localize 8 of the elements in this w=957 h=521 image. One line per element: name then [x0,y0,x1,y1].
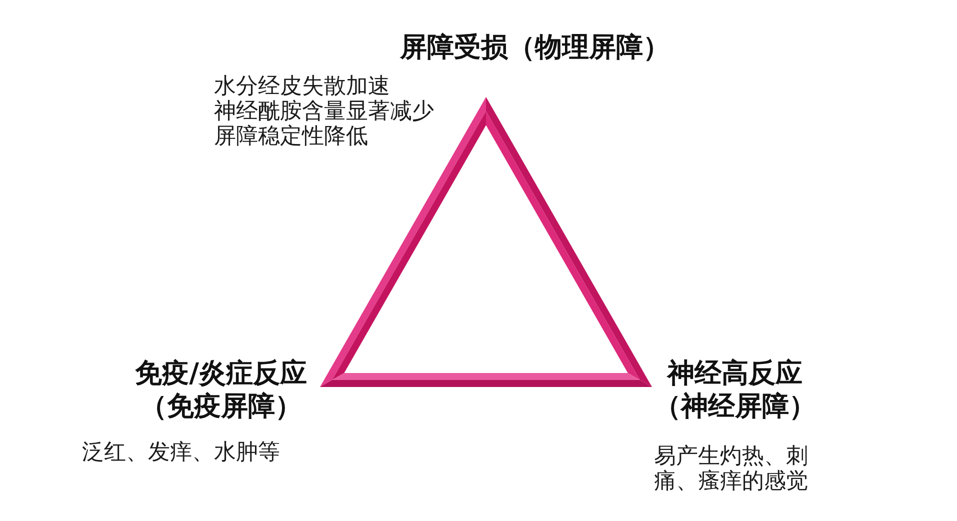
barrier-heading: 免疫/炎症反应（免疫屏障） [134,357,308,423]
description-text: 泛红、发痒、水肿等 [82,440,280,465]
description-text: 神经酰胺含量显著减少 [214,99,434,124]
description-text: 屏障稳定性降低 [214,124,368,149]
description-text: 易产生灼热、刺痛、瘙痒的感觉 [654,444,809,494]
description-text: 水分经皮失散加速 [214,74,390,99]
barrier-heading: 神经高反应（神经屏障） [654,357,816,423]
barrier-heading: 屏障受损（物理屏障） [398,31,671,64]
